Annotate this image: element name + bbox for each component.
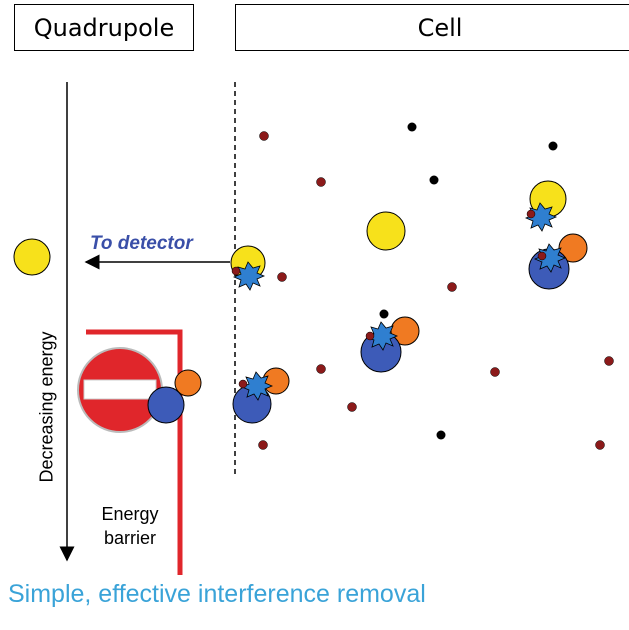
collision-burst-icon — [240, 371, 274, 401]
energy-barrier-line — [86, 329, 183, 575]
blocked-interference-blue-ion — [147, 386, 185, 424]
no-entry-sign-icon — [77, 347, 163, 433]
middle-interference-collision — [360, 309, 420, 373]
exit-analyte-collision — [230, 245, 266, 291]
cell-gas-molecules-red — [258, 131, 614, 450]
blocked-interference-orange-ion — [174, 369, 202, 397]
cell-header: Cell — [235, 4, 629, 51]
caption-text: Simple, effective interference removal — [8, 580, 426, 608]
collision-burst-icon — [365, 321, 399, 351]
cell-analyte-ion — [366, 211, 406, 251]
entrance-interference-collision — [232, 367, 290, 424]
decreasing-energy-label: Decreasing energy — [36, 331, 57, 483]
to-detector-label: To detector — [90, 233, 193, 254]
upper-right-analyte-collision — [524, 180, 567, 232]
energy-barrier-label: Energy barrier — [101, 504, 159, 548]
cell-label: Cell — [417, 13, 463, 42]
quadrupole-label: Quadrupole — [33, 13, 175, 42]
cell-gas-molecules-black — [407, 122, 558, 440]
right-interference-collision — [528, 233, 588, 290]
quadrupole-header: Quadrupole — [14, 4, 194, 51]
exited-analyte-ion — [13, 238, 51, 276]
